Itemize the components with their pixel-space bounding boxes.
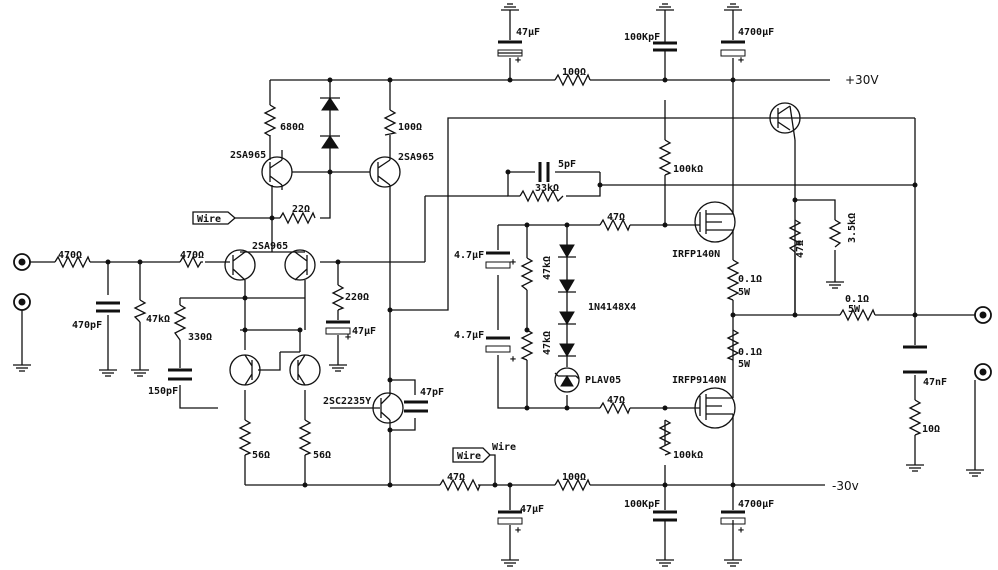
positive-rail-label: +30V [845, 73, 879, 87]
mosfets [690, 201, 736, 429]
label-5w-top: 5W [738, 287, 751, 298]
diodes [320, 97, 576, 367]
label-r-100k-bot: 100kΩ [673, 450, 703, 461]
label-r-47k-a: 47kΩ [542, 256, 553, 280]
label-5w-bot: 5W [738, 359, 751, 370]
transistors [224, 102, 801, 424]
label-mosfet-n: IRFP140N [672, 249, 720, 260]
plus-mark: + [345, 332, 351, 343]
label-c-top-47u: 47µF [516, 27, 540, 38]
component-labels: +30V -30v 47µF 100Ω 100KpF 4700µF 680Ω 1… [58, 27, 947, 536]
label-r-47-gate-top: 47Ω [607, 212, 625, 223]
label-c-47n: 47nF [923, 377, 947, 388]
plus-mark: + [515, 55, 521, 66]
wire-flag-bottom: Wire [457, 450, 481, 462]
label-c-150p: 150pF [148, 386, 178, 397]
negative-rail-label: -30v [832, 479, 859, 493]
capacitors [96, 40, 927, 525]
label-r-330: 330Ω [188, 332, 212, 343]
label-r-top-100: 100Ω [562, 67, 586, 78]
label-c-4u7-a: 4.7µF [454, 250, 484, 261]
input-ground-jack [13, 293, 31, 311]
label-c-4u7-b: 4.7µF [454, 330, 484, 341]
label-r-33k: 33kΩ [535, 183, 559, 194]
junction-dots [105, 77, 918, 488]
resistors [54, 73, 922, 492]
label-q1: 2SA965 [230, 150, 266, 161]
label-r-3k5: 3.5kΩ [847, 213, 858, 243]
label-r-22: 22Ω [292, 204, 310, 215]
wire-flag-top: Wire [197, 213, 221, 225]
label-c-100k-top: 100KpF [624, 32, 660, 43]
label-c-100k-bot: 100KpF [624, 499, 660, 510]
label-r-01-out: 0.1Ω [845, 294, 869, 305]
label-q-vas: 2SC2235Y [323, 396, 371, 407]
plus-mark: + [738, 525, 744, 536]
label-r-220: 220Ω [345, 292, 369, 303]
wire-flags [192, 211, 491, 463]
label-q-diff: 2SA965 [252, 241, 288, 252]
label-c-5p: 5pF [558, 159, 576, 170]
plus-mark: + [738, 55, 744, 66]
label-r-01-bot: 0.1Ω [738, 347, 762, 358]
label-r-47k-in: 47kΩ [146, 314, 170, 325]
label-5w-out: 5W [848, 304, 861, 315]
label-r-47k-b: 47kΩ [542, 331, 553, 355]
label-c-47p: 47pF [420, 387, 444, 398]
plus-mark: + [515, 525, 521, 536]
label-r-680: 680Ω [280, 122, 304, 133]
label-mosfet-p: IRFP9140N [672, 375, 726, 386]
label-r-100k-top: 100kΩ [673, 164, 703, 175]
label-r-100-upper: 100Ω [398, 122, 422, 133]
label-r-100-bot: 100Ω [562, 472, 586, 483]
label-tvs: PLAV05 [585, 375, 621, 386]
label-r-47-bot: 47Ω [447, 472, 465, 483]
label-r-470-in: 470Ω [58, 250, 82, 261]
plus-mark: + [510, 354, 516, 365]
label-r-10: 10Ω [922, 424, 940, 435]
label-c-4700-top: 4700µF [738, 27, 774, 38]
output-ground-jack [974, 363, 992, 381]
label-c-4700-bot: 4700µF [738, 499, 774, 510]
label-diodes: 1N4148X4 [588, 302, 636, 313]
input-jack [13, 253, 31, 271]
label-r-56-b: 56Ω [313, 450, 331, 461]
label-c-470p: 470pF [72, 320, 102, 331]
label-r-470-b: 470Ω [180, 250, 204, 261]
label-r-47-gate-bot: 47Ω [607, 395, 625, 406]
tvs-diode [554, 367, 580, 393]
wire-label-bottom: Wire [492, 441, 516, 453]
output-jack [974, 306, 992, 324]
label-r-01-top: 0.1Ω [738, 274, 762, 285]
label-r-47-feed: 47Ω [795, 240, 806, 258]
label-c-47u-bot: 47µF [520, 504, 544, 515]
label-q2: 2SA965 [398, 152, 434, 163]
plus-mark: + [510, 257, 516, 268]
label-c-47u-mid: 47µF [352, 326, 376, 337]
label-r-56-a: 56Ω [252, 450, 270, 461]
